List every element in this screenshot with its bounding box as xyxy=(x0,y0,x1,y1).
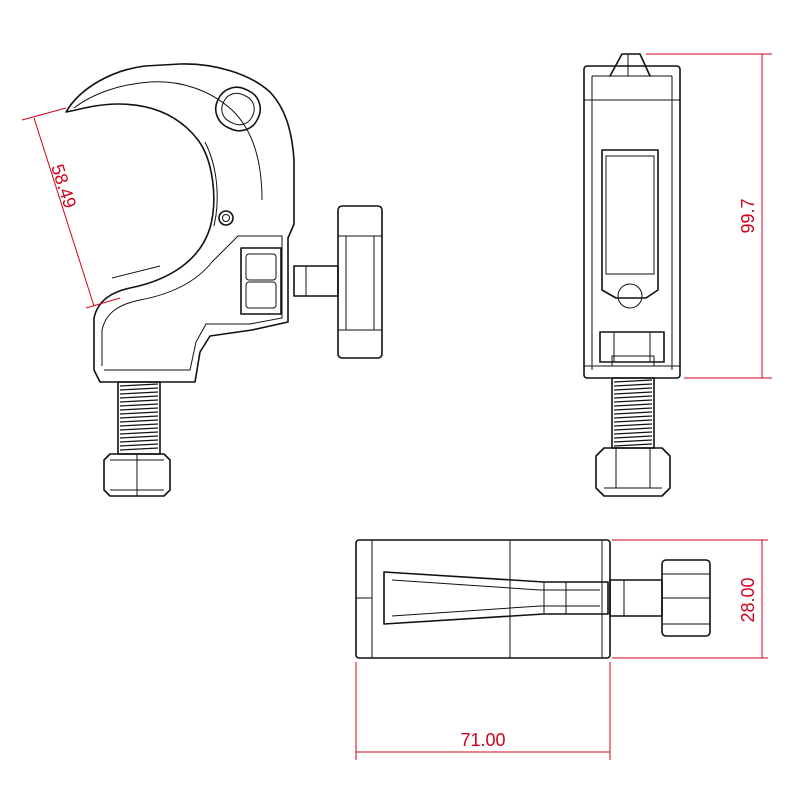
thread-line xyxy=(119,431,159,435)
thread-line xyxy=(613,395,653,399)
jaw-edge-line xyxy=(204,141,218,227)
dim-length: 71.00 xyxy=(460,730,505,750)
jaw-inner-line xyxy=(73,81,263,201)
thread-line xyxy=(119,423,159,427)
thread-line xyxy=(119,407,159,411)
thread-line xyxy=(613,403,653,407)
side-view: 58.49 xyxy=(21,63,383,497)
thread-line xyxy=(119,395,159,399)
thread-line xyxy=(613,391,653,395)
dim-height: 99.7 xyxy=(738,198,758,233)
clamp-body-outline xyxy=(65,63,295,383)
dim-width: 28.00 xyxy=(738,577,758,622)
thread-line xyxy=(119,435,159,439)
thread-line xyxy=(613,411,653,415)
thread-line xyxy=(613,443,653,447)
slot xyxy=(214,86,262,132)
top-shaft xyxy=(609,579,663,617)
thread-line xyxy=(119,403,159,407)
top-slot xyxy=(383,571,609,625)
front-view: 99.7 xyxy=(583,53,772,497)
lower-jaw-contour xyxy=(101,235,283,371)
thread-line xyxy=(119,447,159,451)
thread-line xyxy=(119,419,159,423)
thread-line xyxy=(119,387,159,391)
top-nub xyxy=(609,53,651,77)
bottom-nut-front xyxy=(595,447,671,497)
dim-jaw-opening: 58.49 xyxy=(47,162,80,211)
thread-line xyxy=(119,415,159,419)
pin-hole xyxy=(218,210,234,226)
bottom-nut-side xyxy=(103,453,171,497)
thread-line xyxy=(613,419,653,423)
inner-plate xyxy=(601,149,659,299)
thread-line xyxy=(613,383,653,387)
thread-line xyxy=(613,415,653,419)
top-view: 28.00 71.00 xyxy=(355,539,768,760)
front-body-nut xyxy=(599,331,665,363)
thread-line xyxy=(613,387,653,391)
thread-line xyxy=(119,399,159,403)
thread-line xyxy=(119,427,159,431)
thread-line xyxy=(613,427,653,431)
knob xyxy=(337,205,383,359)
side-nut xyxy=(240,247,282,315)
thread-line xyxy=(119,391,159,395)
top-body xyxy=(355,539,611,659)
thread-line xyxy=(613,435,653,439)
thread-line xyxy=(119,383,159,387)
thread-line xyxy=(613,407,653,411)
thread-line xyxy=(119,439,159,443)
thread-line xyxy=(613,379,653,383)
thread-line xyxy=(119,411,159,415)
thread-line xyxy=(613,423,653,427)
thread-line xyxy=(613,439,653,443)
thread-line xyxy=(119,443,159,447)
knob-shaft xyxy=(293,265,339,297)
thread-line xyxy=(613,431,653,435)
thread-line xyxy=(613,399,653,403)
